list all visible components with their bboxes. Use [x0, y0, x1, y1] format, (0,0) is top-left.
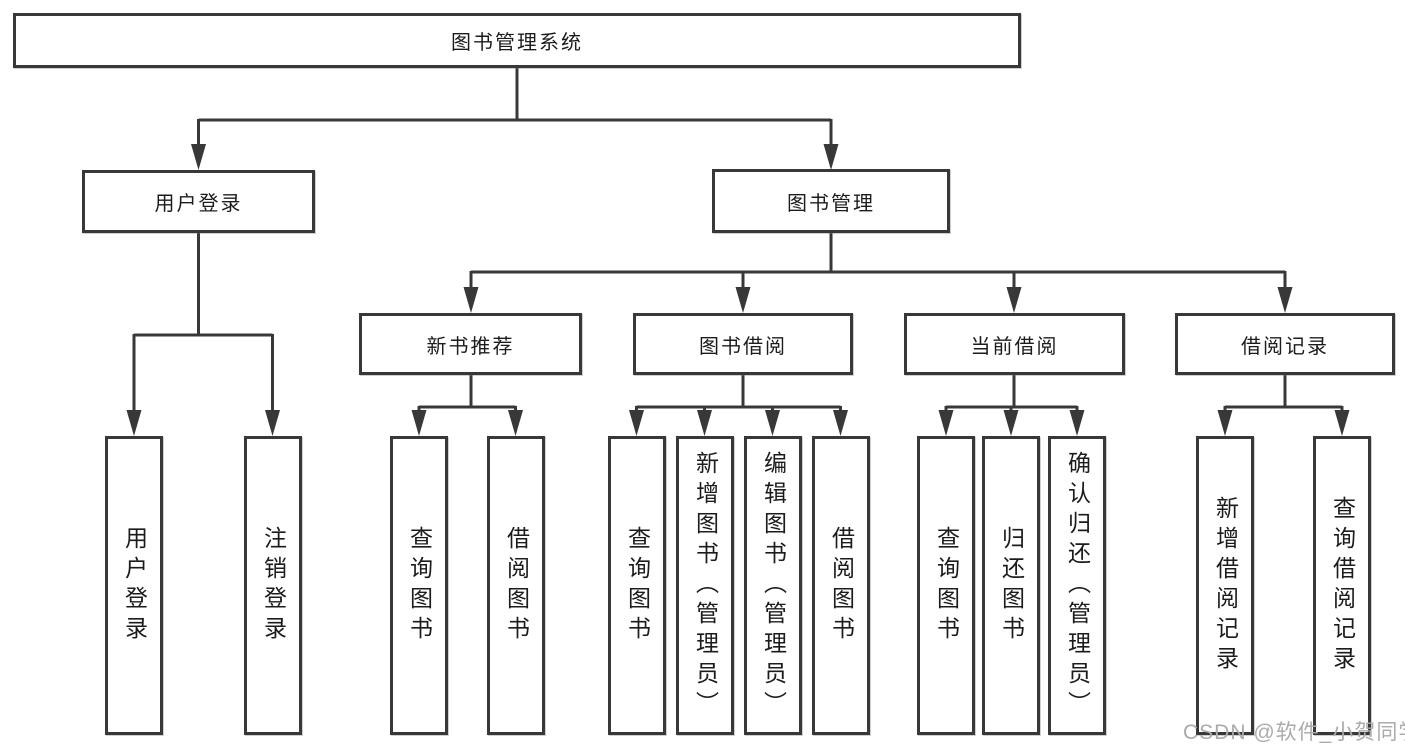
- leaf-query-books-recommend: 查询图书: [390, 436, 448, 735]
- leaf-add-borrow-record: 新增借阅记录: [1196, 436, 1254, 735]
- leaf-return-books: 归还图书: [982, 436, 1040, 735]
- leaf-query-books-borrowing: 查询图书: [608, 436, 666, 735]
- arrowheads: [126, 144, 1350, 436]
- leaf-add-books-admin: 新增图书（管理员）: [676, 436, 734, 735]
- node-new-book-recommend: 新书推荐: [359, 313, 582, 375]
- node-root-system: 图书管理系统: [13, 13, 1021, 68]
- leaf-logout: 注销登录: [244, 436, 302, 735]
- node-current-borrowing: 当前借阅: [904, 313, 1125, 375]
- leaf-edit-books-admin: 编辑图书（管理员）: [744, 436, 802, 735]
- leaf-query-borrow-record: 查询借阅记录: [1313, 436, 1371, 735]
- leaf-borrow-books-recommend: 借阅图书: [487, 436, 545, 735]
- leaf-query-books-current: 查询图书: [917, 436, 975, 735]
- leaf-user-login: 用户登录: [105, 436, 163, 735]
- node-borrowing-records: 借阅记录: [1175, 313, 1395, 375]
- node-book-management: 图书管理: [712, 169, 950, 233]
- leaf-confirm-return-admin: 确认归还（管理员）: [1048, 436, 1106, 735]
- node-book-borrowing: 图书借阅: [633, 313, 853, 375]
- leaf-borrow-books: 借阅图书: [812, 436, 870, 735]
- node-user-login: 用户登录: [82, 170, 315, 233]
- watermark: CSDN @软件_小贺同学: [1183, 721, 1405, 744]
